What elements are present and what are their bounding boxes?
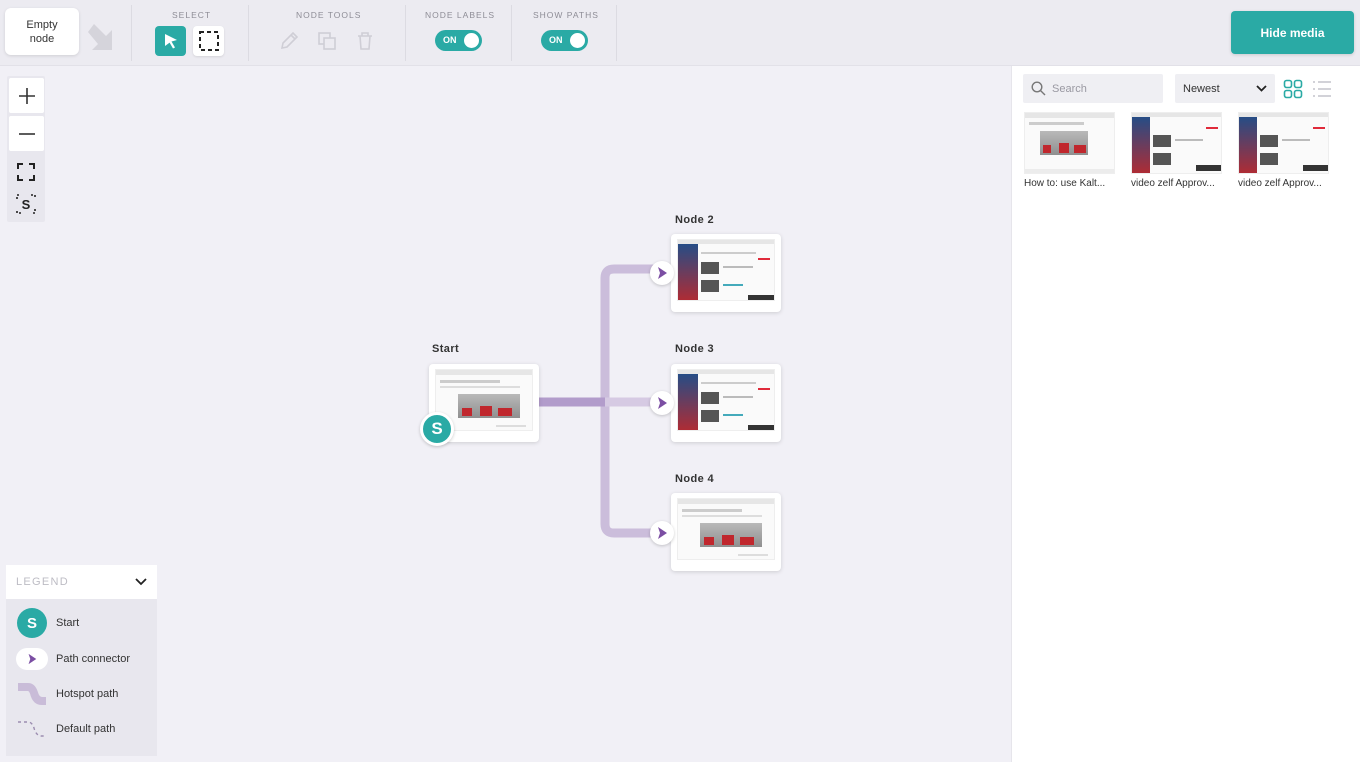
legend-title: LEGEND bbox=[16, 576, 70, 588]
node-label-node3: Node 3 bbox=[675, 343, 715, 355]
duplicate-node-button[interactable] bbox=[311, 26, 342, 56]
media-item[interactable]: How to: use Kalt... bbox=[1024, 112, 1115, 189]
media-title: video zelf Approv... bbox=[1131, 178, 1215, 189]
media-search-box bbox=[1023, 74, 1163, 103]
hotspot-path-icon bbox=[18, 683, 46, 705]
node-labels-toggle-text: ON bbox=[443, 35, 457, 45]
path-connector-node3[interactable] bbox=[650, 391, 674, 415]
expand-icon bbox=[17, 163, 35, 181]
show-paths-toggle[interactable]: ON bbox=[541, 30, 588, 51]
legend-item-path-connector: Path connector bbox=[16, 644, 156, 674]
node-labels-group-label: NODE LABELS bbox=[425, 10, 496, 20]
marquee-select-button[interactable] bbox=[193, 26, 224, 56]
toolbar: Empty node SELECT NODE TOOLS NODE LABELS… bbox=[0, 0, 1360, 66]
minus-icon bbox=[18, 132, 35, 135]
plus-icon bbox=[18, 87, 35, 104]
media-thumbnail bbox=[1238, 112, 1329, 174]
node-label-node2: Node 2 bbox=[675, 214, 715, 226]
media-thumbnail bbox=[1131, 112, 1222, 174]
legend-label: Start bbox=[56, 617, 80, 629]
toolbar-divider bbox=[248, 5, 249, 61]
media-thumbnail bbox=[1024, 112, 1115, 174]
path-connector-node4[interactable] bbox=[650, 521, 674, 545]
media-panel: Newest How to: use Kalt... video zelf Ap… bbox=[1011, 66, 1360, 762]
drag-arrow-icon bbox=[88, 24, 112, 50]
node-start[interactable] bbox=[429, 364, 539, 442]
start-badge: S bbox=[420, 412, 454, 446]
chevron-down-icon bbox=[135, 578, 147, 586]
show-paths-toggle-text: ON bbox=[549, 35, 563, 45]
hotspot-path-node4[interactable] bbox=[538, 397, 660, 538]
path-connector-node2[interactable] bbox=[650, 261, 674, 285]
legend-item-start: S Start bbox=[16, 608, 156, 638]
pointer-select-button[interactable] bbox=[155, 26, 186, 56]
delete-node-button[interactable] bbox=[349, 26, 380, 56]
node-thumbnail bbox=[677, 369, 775, 431]
toggle-knob bbox=[464, 33, 479, 48]
legend-label: Hotspot path bbox=[56, 688, 119, 700]
toolbar-divider bbox=[405, 5, 406, 61]
node-label-start: Start bbox=[432, 343, 460, 355]
toggle-knob bbox=[570, 33, 585, 48]
search-icon bbox=[1031, 81, 1046, 96]
empty-node-button[interactable]: Empty node bbox=[5, 8, 79, 55]
path-connector-icon bbox=[16, 648, 48, 670]
focus-start-button[interactable]: S bbox=[9, 190, 43, 218]
node-thumbnail bbox=[677, 239, 775, 301]
node-thumbnail bbox=[677, 498, 775, 560]
node-thumbnail bbox=[435, 369, 533, 431]
start-icon: S bbox=[17, 608, 47, 638]
node-labels-toggle[interactable]: ON bbox=[435, 30, 482, 51]
media-sort-select[interactable]: Newest bbox=[1175, 74, 1275, 103]
media-item[interactable]: video zelf Approv... bbox=[1131, 112, 1222, 189]
zoom-out-button[interactable] bbox=[9, 116, 44, 151]
copy-icon bbox=[317, 32, 336, 50]
marquee-icon bbox=[198, 31, 219, 51]
chevron-right-icon bbox=[658, 527, 667, 539]
legend-toggle[interactable]: LEGEND bbox=[6, 565, 157, 599]
legend-label: Default path bbox=[56, 723, 116, 735]
legend-label: Path connector bbox=[56, 653, 130, 665]
hotspot-path-node2[interactable] bbox=[538, 264, 660, 407]
node-label-node4: Node 4 bbox=[675, 473, 715, 485]
legend-item-default-path: Default path bbox=[16, 714, 156, 744]
pencil-icon bbox=[280, 31, 298, 50]
legend-item-hotspot-path: Hotspot path bbox=[16, 679, 156, 709]
media-title: video zelf Approv... bbox=[1238, 178, 1322, 189]
select-group-label: SELECT bbox=[172, 10, 212, 20]
pointer-icon bbox=[164, 34, 177, 49]
toolbar-divider bbox=[131, 5, 132, 61]
toolbar-divider bbox=[511, 5, 512, 61]
hide-media-button[interactable]: Hide media bbox=[1231, 11, 1354, 54]
flow-canvas[interactable]: Start S Node 2 Node 3 bbox=[0, 66, 1011, 762]
node-tools-group-label: NODE TOOLS bbox=[296, 10, 362, 20]
chevron-right-icon bbox=[658, 267, 667, 279]
zoom-in-button[interactable] bbox=[9, 78, 44, 113]
trash-icon bbox=[357, 32, 372, 50]
node-4[interactable] bbox=[671, 493, 781, 571]
media-title: How to: use Kalt... bbox=[1024, 178, 1106, 189]
media-item[interactable]: video zelf Approv... bbox=[1238, 112, 1329, 189]
show-paths-group-label: SHOW PATHS bbox=[533, 10, 599, 20]
empty-node-label: Empty node bbox=[26, 18, 58, 45]
toolbar-divider bbox=[616, 5, 617, 61]
chevron-down-icon bbox=[1256, 85, 1267, 92]
sort-value: Newest bbox=[1183, 82, 1220, 95]
svg-text:S: S bbox=[22, 197, 31, 212]
default-path-icon bbox=[18, 721, 46, 737]
chevron-right-icon bbox=[658, 397, 667, 409]
node-3[interactable] bbox=[671, 364, 781, 442]
focus-start-icon: S bbox=[16, 194, 36, 214]
grid-view-icon[interactable] bbox=[1283, 79, 1303, 99]
media-search-input[interactable] bbox=[1052, 82, 1152, 95]
edit-node-button[interactable] bbox=[273, 26, 304, 56]
fit-to-screen-button[interactable] bbox=[9, 158, 43, 186]
legend-panel: LEGEND S Start Path connector Hotspot pa… bbox=[6, 565, 157, 756]
list-view-icon[interactable] bbox=[1312, 79, 1332, 99]
zoom-controls: S bbox=[7, 76, 45, 222]
node-2[interactable] bbox=[671, 234, 781, 312]
